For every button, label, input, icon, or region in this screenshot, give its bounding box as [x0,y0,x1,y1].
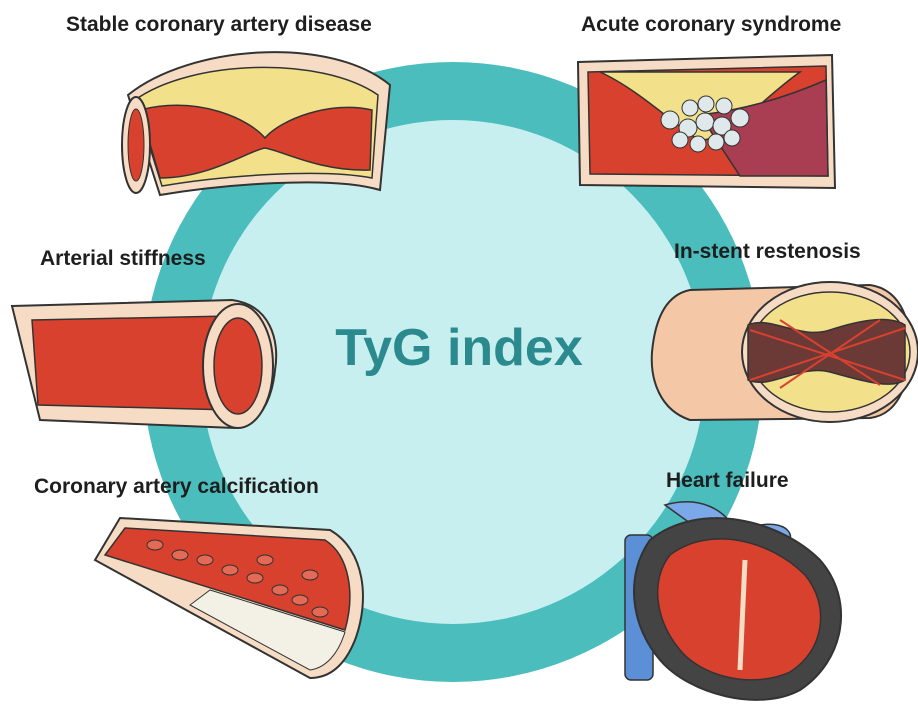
center-title: TyG index [0,322,918,374]
label-acs: Acute coronary syndrome [581,14,841,35]
label-heart-failure: Heart failure [666,470,789,491]
label-arterial-stiffness: Arterial stiffness [40,248,206,269]
label-in-stent-restenosis: In-stent restenosis [674,241,861,262]
label-stable-cad: Stable coronary artery disease [66,14,372,35]
label-calcification: Coronary artery calcification [34,476,319,497]
